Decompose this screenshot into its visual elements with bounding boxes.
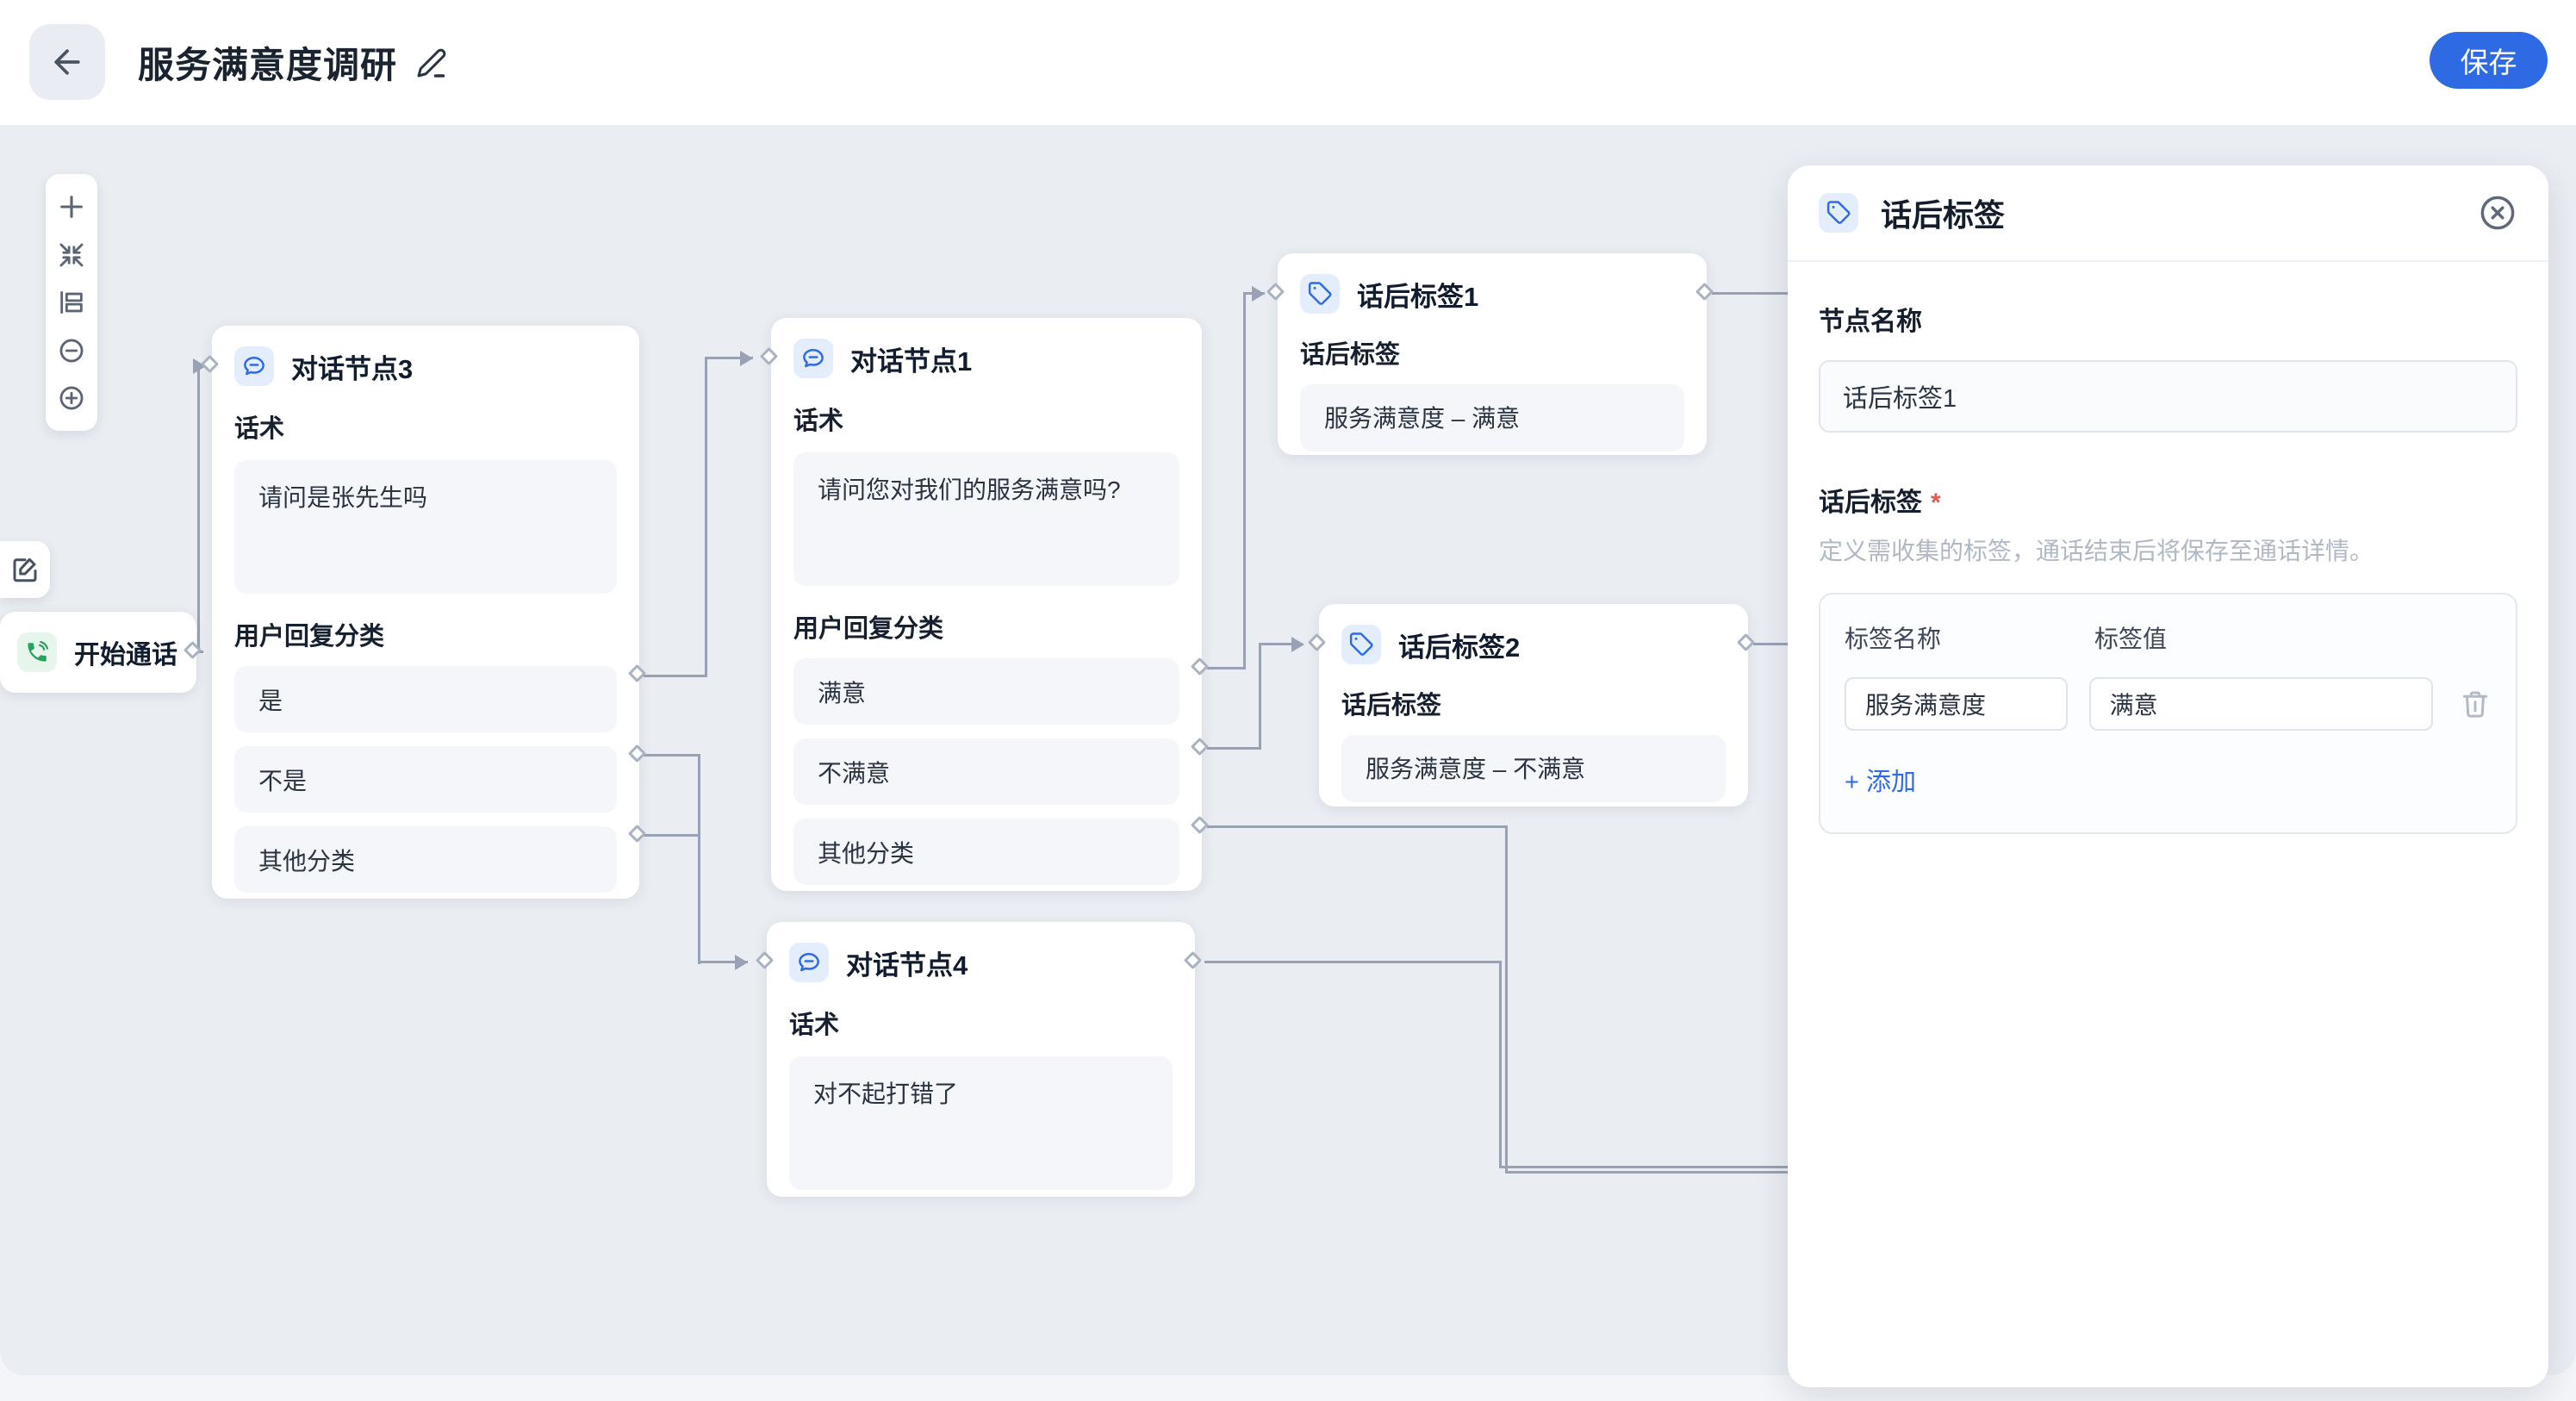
tag-value-value: 满意: [2109, 692, 2158, 719]
script-label: 话术: [793, 408, 844, 435]
tags-section-label: 话后标签: [1819, 489, 1922, 517]
tag-editor-group: 标签名称 标签值 服务满意度 满意 + 添加: [1819, 593, 2517, 834]
script-label: 话术: [234, 415, 285, 443]
script-label: 话术: [789, 1012, 840, 1039]
page-title: 服务满意度调研: [138, 0, 447, 125]
save-button-label: 保存: [2460, 47, 2517, 78]
zoom-out-icon: [57, 336, 86, 365]
save-button[interactable]: 保存: [2430, 32, 2548, 89]
tag-name-value: 服务满意度: [1865, 692, 1987, 719]
tag-icon: [1341, 625, 1381, 664]
delete-tag-button[interactable]: [2459, 688, 2492, 720]
plus-icon: [57, 192, 86, 221]
annotate-button[interactable]: [0, 541, 50, 598]
tag-label: 话后标签: [1341, 692, 1442, 719]
node-title: 对话节点3: [291, 353, 414, 384]
zoom-out-button[interactable]: [56, 335, 87, 366]
branch-row: 其他分类: [793, 819, 1179, 885]
fit-view-icon: [57, 240, 86, 270]
node-title: 对话节点1: [850, 346, 973, 377]
required-asterisk: *: [1931, 489, 1941, 517]
zoom-in-button[interactable]: [56, 383, 87, 414]
node-name-value: 话后标签1: [1843, 385, 1957, 413]
script-box: 请问您对我们的服务满意吗?: [793, 452, 1179, 586]
tag-value-input[interactable]: 满意: [2088, 677, 2433, 731]
add-node-button[interactable]: [56, 191, 87, 222]
config-panel: 话后标签 节点名称 话后标签1 话后标签 * 定义需收集的标签，通话结束后将保存…: [1788, 165, 2548, 1387]
tag-value-box: 服务满意度 – 不满意: [1341, 735, 1726, 802]
tag-value-column-label: 标签值: [2094, 626, 2168, 652]
tag-icon: [1300, 274, 1340, 314]
script-box: 对不起打错了: [789, 1056, 1173, 1190]
auto-layout-icon: [57, 288, 86, 317]
arrow-left-icon: [48, 43, 86, 81]
zoom-in-icon: [57, 383, 86, 413]
branch-row: 满意: [793, 658, 1179, 725]
close-panel-button[interactable]: [2478, 193, 2517, 233]
node-dialog-1[interactable]: 对话节点1 话术 请问您对我们的服务满意吗? 用户回复分类 满意 不满意 其他分…: [771, 318, 1202, 891]
tag-value-text: 服务满意度 – 不满意: [1366, 756, 1586, 782]
script-text: 请问您对我们的服务满意吗?: [818, 476, 1121, 503]
add-tag-link[interactable]: + 添加: [1845, 769, 1916, 796]
chat-bubble-icon: [793, 339, 833, 378]
auto-layout-button[interactable]: [56, 287, 87, 318]
tags-description: 定义需收集的标签，通话结束后将保存至通话详情。: [1819, 538, 2374, 564]
start-node-label: 开始通话: [74, 641, 177, 669]
script-text: 对不起打错了: [813, 1080, 959, 1107]
branch-label: 用户回复分类: [793, 615, 944, 643]
node-dialog-4[interactable]: 对话节点4 话术 对不起打错了: [767, 922, 1195, 1197]
config-panel-header: 话后标签: [1788, 165, 2548, 262]
branch-row: 是: [234, 666, 617, 732]
node-title: 对话节点4: [846, 950, 968, 981]
node-start-call[interactable]: 开始通话: [0, 612, 196, 693]
tag-value-text: 服务满意度 – 满意: [1324, 405, 1521, 432]
back-button[interactable]: [29, 24, 105, 100]
phone-icon: [17, 632, 57, 672]
page-title-text: 服务满意度调研: [138, 45, 398, 85]
node-name-input[interactable]: 话后标签1: [1819, 360, 2517, 433]
branch-row: 不是: [234, 746, 617, 813]
script-text: 请问是张先生吗: [258, 484, 428, 511]
node-name-label: 节点名称: [1819, 308, 1922, 336]
tag-name-input[interactable]: 服务满意度: [1845, 677, 2068, 731]
script-box: 请问是张先生吗: [234, 460, 617, 594]
node-tag-1[interactable]: 话后标签1 话后标签 服务满意度 – 满意: [1278, 253, 1707, 455]
chat-bubble-icon: [234, 346, 274, 386]
edit-title-icon[interactable]: [416, 47, 447, 78]
node-tag-2[interactable]: 话后标签2 话后标签 服务满意度 – 不满意: [1319, 604, 1748, 806]
fit-view-button[interactable]: [56, 240, 87, 271]
node-title: 话后标签2: [1398, 632, 1521, 663]
branch-label: 用户回复分类: [234, 623, 385, 651]
branch-row: 不满意: [793, 738, 1179, 805]
config-panel-title: 话后标签: [1881, 197, 2006, 233]
tag-label: 话后标签: [1300, 341, 1401, 369]
app-header: 服务满意度调研 保存: [0, 0, 2576, 125]
node-dialog-3[interactable]: 对话节点3 话术 请问是张先生吗 用户回复分类 是 不是 其他分类: [212, 326, 639, 899]
edit-note-icon: [9, 554, 40, 585]
branch-row: 其他分类: [234, 826, 617, 893]
tag-value-box: 服务满意度 – 满意: [1300, 384, 1684, 451]
tag-icon: [1819, 193, 1858, 233]
node-title: 话后标签1: [1357, 281, 1479, 312]
canvas-toolbar: [46, 174, 97, 431]
tag-name-column-label: 标签名称: [1845, 626, 1942, 652]
chat-bubble-icon: [789, 943, 829, 982]
